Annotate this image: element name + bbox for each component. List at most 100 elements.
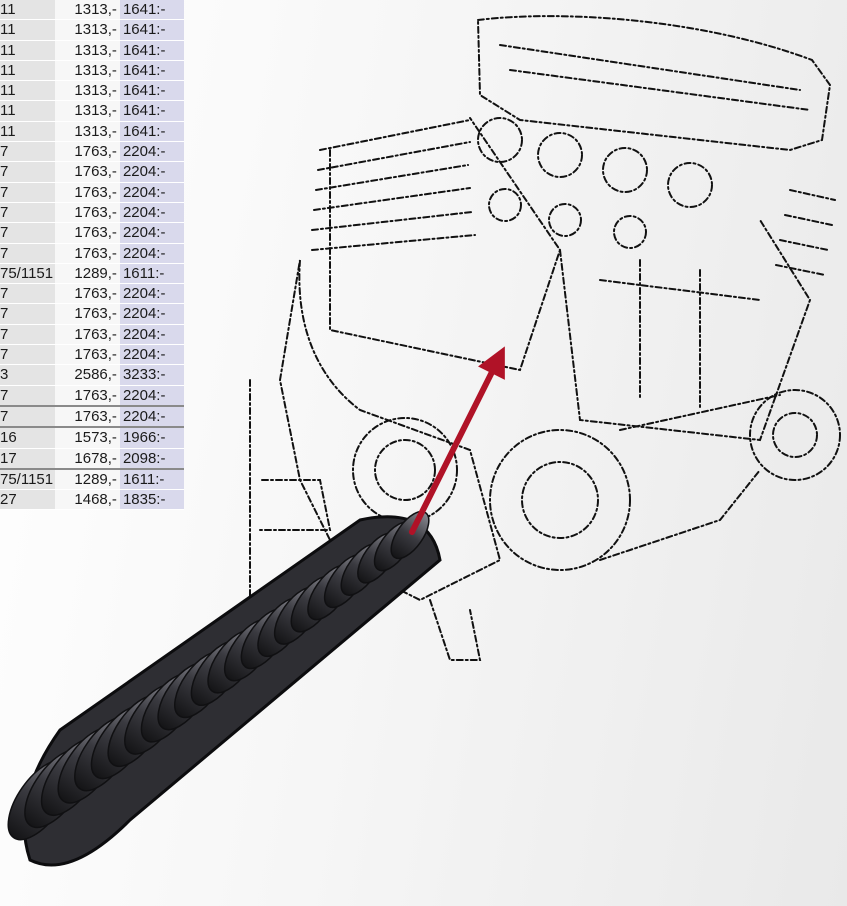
price-ex-cell: 1763,- <box>54 222 120 244</box>
price-ex-cell: 1763,- <box>54 182 120 203</box>
price-ex-cell: 1313,- <box>54 40 120 61</box>
price-inc-cell: 2204:- <box>119 243 184 264</box>
price-inc-cell: 2204:- <box>119 283 184 305</box>
part-number-cell: 7 <box>0 182 55 203</box>
part-number-cell: 7 <box>0 385 55 407</box>
part-number-cell: 7 <box>0 202 55 224</box>
part-number-cell: 7 <box>0 324 55 346</box>
part-number-cell: 11 <box>0 60 55 82</box>
price-inc-cell: 1835:- <box>119 489 184 511</box>
price-ex-cell: 1313,- <box>54 60 120 82</box>
price-inc-cell: 2204:- <box>119 141 184 163</box>
price-ex-cell: 1763,- <box>54 141 120 163</box>
price-ex-cell: 1763,- <box>54 202 120 224</box>
price-ex-cell: 1763,- <box>54 161 120 183</box>
part-number-cell: 7 <box>0 344 55 366</box>
price-inc-cell: 1641:- <box>119 19 184 41</box>
price-inc-cell: 1641:- <box>119 100 184 122</box>
part-number-cell: 75/1151 <box>0 263 55 285</box>
price-inc-cell: 3233:- <box>119 364 184 386</box>
part-number-cell: 27 <box>0 489 55 511</box>
price-inc-cell: 2204:- <box>119 344 184 366</box>
price-inc-cell: 2204:- <box>119 202 184 224</box>
price-ex-cell: 1313,- <box>54 100 120 122</box>
price-inc-cell: 1641:- <box>119 80 184 102</box>
price-ex-cell: 1763,- <box>54 324 120 346</box>
part-number-cell: 7 <box>0 243 55 264</box>
price-inc-cell: 1611:- <box>119 467 184 491</box>
part-number-cell: 17 <box>0 448 55 470</box>
price-ex-cell: 1678,- <box>54 448 120 470</box>
price-inc-cell: 1641:- <box>119 40 184 61</box>
price-ex-cell: 1763,- <box>54 243 120 264</box>
price-ex-cell: 1468,- <box>54 489 120 511</box>
price-ex-cell: 1763,- <box>54 283 120 305</box>
price-inc-cell: 2204:- <box>119 385 184 407</box>
price-ex-cell: 1763,- <box>54 303 120 325</box>
price-inc-cell: 2204:- <box>119 404 184 428</box>
part-number-cell: 11 <box>0 0 55 21</box>
price-ex-cell: 1763,- <box>54 344 120 366</box>
price-inc-cell: 1966:- <box>119 426 184 449</box>
price-inc-cell: 1641:- <box>119 121 184 143</box>
part-number-cell: 7 <box>0 404 55 428</box>
part-number-cell: 11 <box>0 100 55 122</box>
price-inc-cell: 2204:- <box>119 222 184 244</box>
price-inc-cell: 1641:- <box>119 60 184 82</box>
pointer-arrow <box>409 346 505 535</box>
price-inc-cell: 1611:- <box>119 263 184 285</box>
price-inc-cell: 2204:- <box>119 303 184 325</box>
price-ex-cell: 1313,- <box>54 19 120 41</box>
price-inc-cell: 2204:- <box>119 324 184 346</box>
part-number-cell: 7 <box>0 222 55 244</box>
part-number-cell: 16 <box>0 426 55 449</box>
price-ex-cell: 2586,- <box>54 364 120 386</box>
price-ex-cell: 1763,- <box>54 385 120 407</box>
part-number-cell: 3 <box>0 364 55 386</box>
part-number-cell: 75/1151 <box>0 467 55 491</box>
part-number-cell: 11 <box>0 40 55 61</box>
price-inc-cell: 2204:- <box>119 161 184 183</box>
part-number-cell: 7 <box>0 283 55 305</box>
price-inc-cell: 2204:- <box>119 182 184 203</box>
price-ex-cell: 1573,- <box>54 426 120 449</box>
part-number-cell: 7 <box>0 141 55 163</box>
price-ex-cell: 1313,- <box>54 0 120 21</box>
part-number-cell: 11 <box>0 19 55 41</box>
price-ex-cell: 1313,- <box>54 121 120 143</box>
part-number-cell: 11 <box>0 121 55 143</box>
price-inc-cell: 1641:- <box>119 0 184 21</box>
cam-chain <box>7 510 442 867</box>
part-number-cell: 11 <box>0 80 55 102</box>
price-ex-cell: 1313,- <box>54 80 120 102</box>
part-number-cell: 7 <box>0 161 55 183</box>
price-ex-cell: 1289,- <box>54 467 120 491</box>
part-number-cell: 7 <box>0 303 55 325</box>
